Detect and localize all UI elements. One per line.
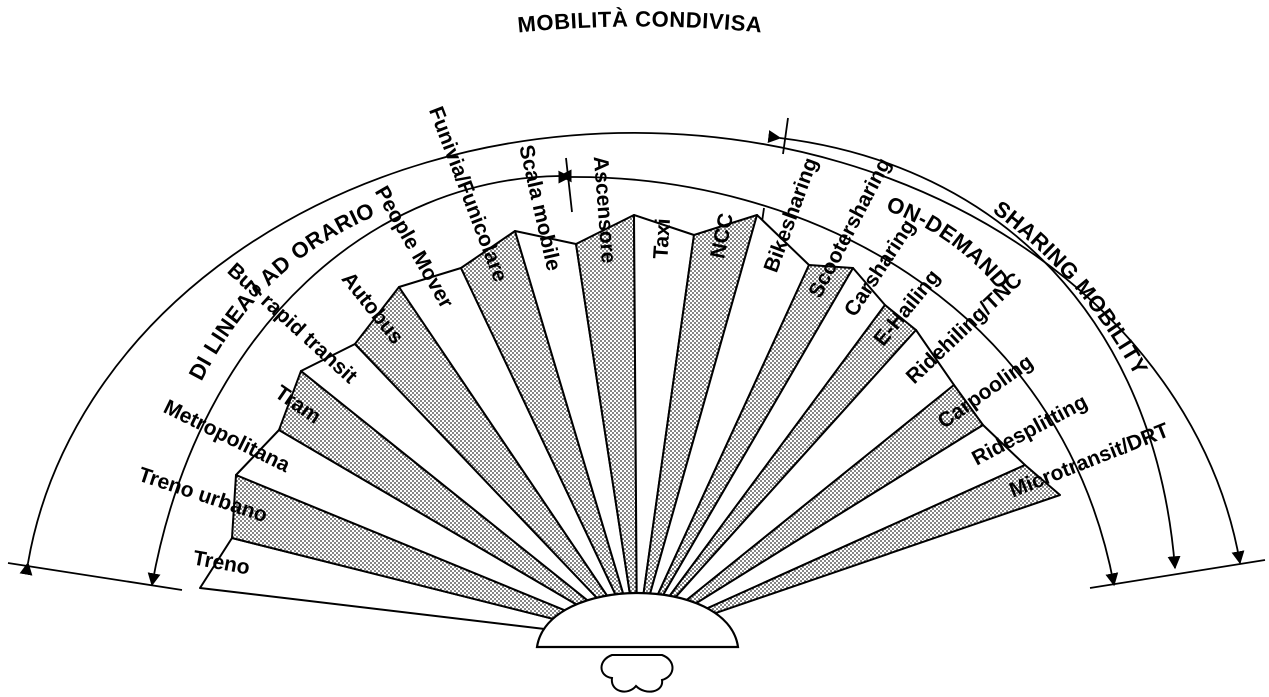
- fan-blade: [636, 464, 1061, 641]
- right-outer-arc-arrow: [767, 130, 1181, 570]
- outer-arc-label: MOBILITÀ CONDIVISA: [516, 6, 763, 37]
- left-arc-arrow: [147, 169, 572, 587]
- right-outer-base-line: [1089, 559, 1266, 589]
- blade-label: Taxi: [649, 218, 675, 260]
- right-divider-tick: [782, 117, 789, 155]
- left-divider-tick: [565, 157, 573, 213]
- blade-label: Funivia/Funicolare: [424, 103, 512, 285]
- fan-handle: [600, 654, 674, 693]
- fan-hub: [535, 592, 740, 649]
